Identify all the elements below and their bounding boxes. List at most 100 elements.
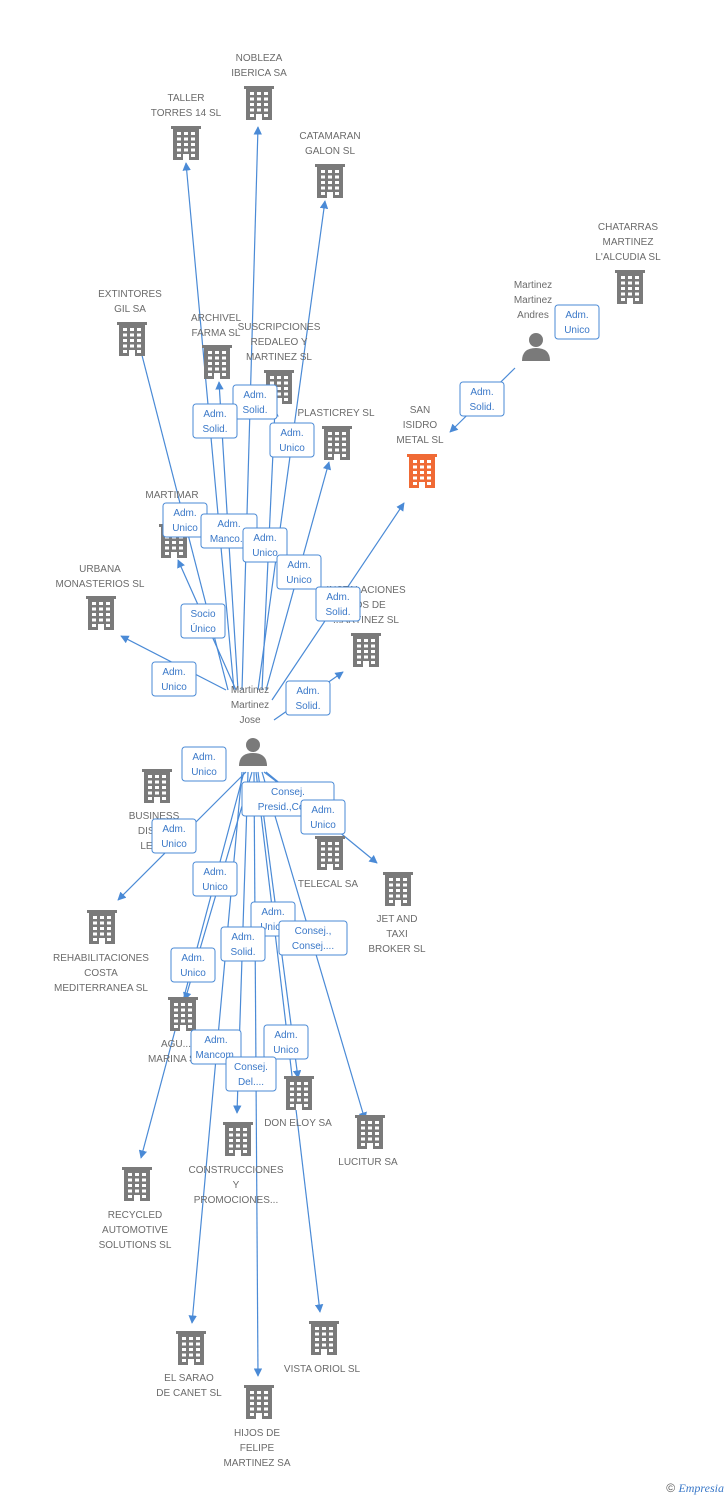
node-telecal[interactable]: TELECAL SA [298,836,359,890]
relation-badge[interactable]: Adm. Unico [151,818,197,854]
node-plasticrey[interactable]: PLASTICREY SL [297,408,375,460]
node-lucitur[interactable]: LUCITUR SA [338,1115,398,1168]
node-label-line: TALLER [167,93,204,104]
relation-badge-text: Adm. [274,1030,297,1041]
relation-badge[interactable]: Adm.Mancom. [190,1029,242,1065]
node-label-line: Martinez [514,280,552,291]
relation-badge-box [225,1056,277,1092]
relation-badge[interactable]: Adm. Unico [554,304,600,340]
relation-badge[interactable]: Adm.Unico [300,799,346,835]
relation-badge[interactable]: Adm. Unico [162,502,208,538]
building-icon [244,86,274,120]
relation-badge-text: Adm. [470,387,493,398]
node-label-line: RECYCLED [108,1210,162,1221]
node-label-line: SUSCRIPCIONES [238,322,321,333]
relation-badge[interactable]: Consej.Del.... [225,1056,277,1092]
relation-badge[interactable]: Adm.Solid. [459,381,505,417]
relation-badge-text: Solid. [202,424,227,435]
node-vistaoriol[interactable]: VISTA ORIOL SL [284,1321,361,1375]
relation-badge-text: Adm. [173,508,196,519]
building-icon [351,633,381,667]
node-label-line: MARTIMAR [145,490,198,501]
relation-badge-text: Presid.,Con... [258,802,319,813]
relation-badge-text: Unico [273,1045,299,1056]
node-label-line: FARMA SL [192,328,241,339]
node-instalaciones[interactable]: INSTALACIONES...OS DE...ARTINEZ SL [326,585,406,667]
relation-badge-box [170,947,216,983]
relation-badge[interactable]: Adm.Solid. [220,926,266,962]
node-label-line: LUCITUR SA [338,1157,398,1168]
relation-badge[interactable]: Adm.Unico [181,746,227,782]
relation-badge-text: Adm. [326,592,349,603]
relation-badge-text: Unico [564,325,590,336]
node-label-line: Andres [517,310,549,321]
node-construcciones[interactable]: CONSTRUCCIONESYPROMOCIONES... [188,1122,284,1206]
node-doneloy[interactable]: DON ELOY SA [264,1076,332,1129]
relation-badge-text: Unico [172,523,198,534]
relation-badge-text: Adm. [565,310,588,321]
node-label-line: FELIPE [240,1443,275,1454]
relation-badge[interactable]: Adm.Unico [151,661,197,697]
node-label-line: MONASTERIOS SL [56,579,145,590]
relation-badge-text: Solid. [242,405,267,416]
relation-badge-box [269,422,315,458]
relation-badge-text: Adm. [287,560,310,571]
node-label-line: ISIDRO [403,420,438,431]
node-label-line: INSTALACIONES [326,585,406,596]
relation-badge[interactable]: Consej.,Consej.... [278,920,348,956]
building-icon [244,1385,274,1419]
node-label-line: GIL SA [114,304,146,315]
relation-badge[interactable]: Adm.Solid. [285,680,331,716]
relation-badge[interactable]: Adm.Unico [192,861,238,897]
relation-badge-text: Unico [286,575,312,586]
relation-badge-text: Unico [161,839,187,850]
relation-badge-text: Unico [202,882,228,893]
relation-badge[interactable]: Adm.Unico [269,422,315,458]
relation-badge-box [220,926,266,962]
relation-badge-text: Del.... [238,1077,264,1088]
relation-badge-text: Unico [310,820,336,831]
node-label-line: VISTA ORIOL SL [284,1364,361,1375]
relation-badge[interactable]: Adm. Unico [263,1024,309,1060]
node-label-line: EL SARAO [164,1373,214,1384]
relation-badge[interactable]: Adm.Solid. [315,586,361,622]
relation-badge-box [181,746,227,782]
relation-badge-text: Adm. [217,519,240,530]
relation-badge[interactable]: Adm.Solid. [192,403,238,439]
building-icon [168,997,198,1031]
node-aguamarina[interactable]: AGU...MARINA S... [148,997,204,1065]
relation-badge[interactable]: Adm.Unico [170,947,216,983]
node-label-line: PROMOCIONES... [194,1195,278,1206]
copyright-symbol: © [666,1481,676,1495]
relation-badge-text: Adm. [162,824,185,835]
node-label-line: MEDITERRANEA SL [54,983,148,994]
building-icon [322,426,352,460]
relation-badge-text: Mancom. [195,1050,236,1061]
relation-badge-text: Adm. [243,390,266,401]
footer-brand[interactable]: © Empresia [666,1481,724,1496]
relation-badge-text: Adm. [181,953,204,964]
building-icon [309,1321,339,1355]
relation-badge[interactable]: Adm. Solid. [232,384,278,420]
relation-badge-box [151,661,197,697]
relation-badge-box [192,861,238,897]
relation-badge[interactable]: Adm.Unico [242,527,288,563]
relation-badge[interactable]: Adm. Unico [276,554,322,590]
